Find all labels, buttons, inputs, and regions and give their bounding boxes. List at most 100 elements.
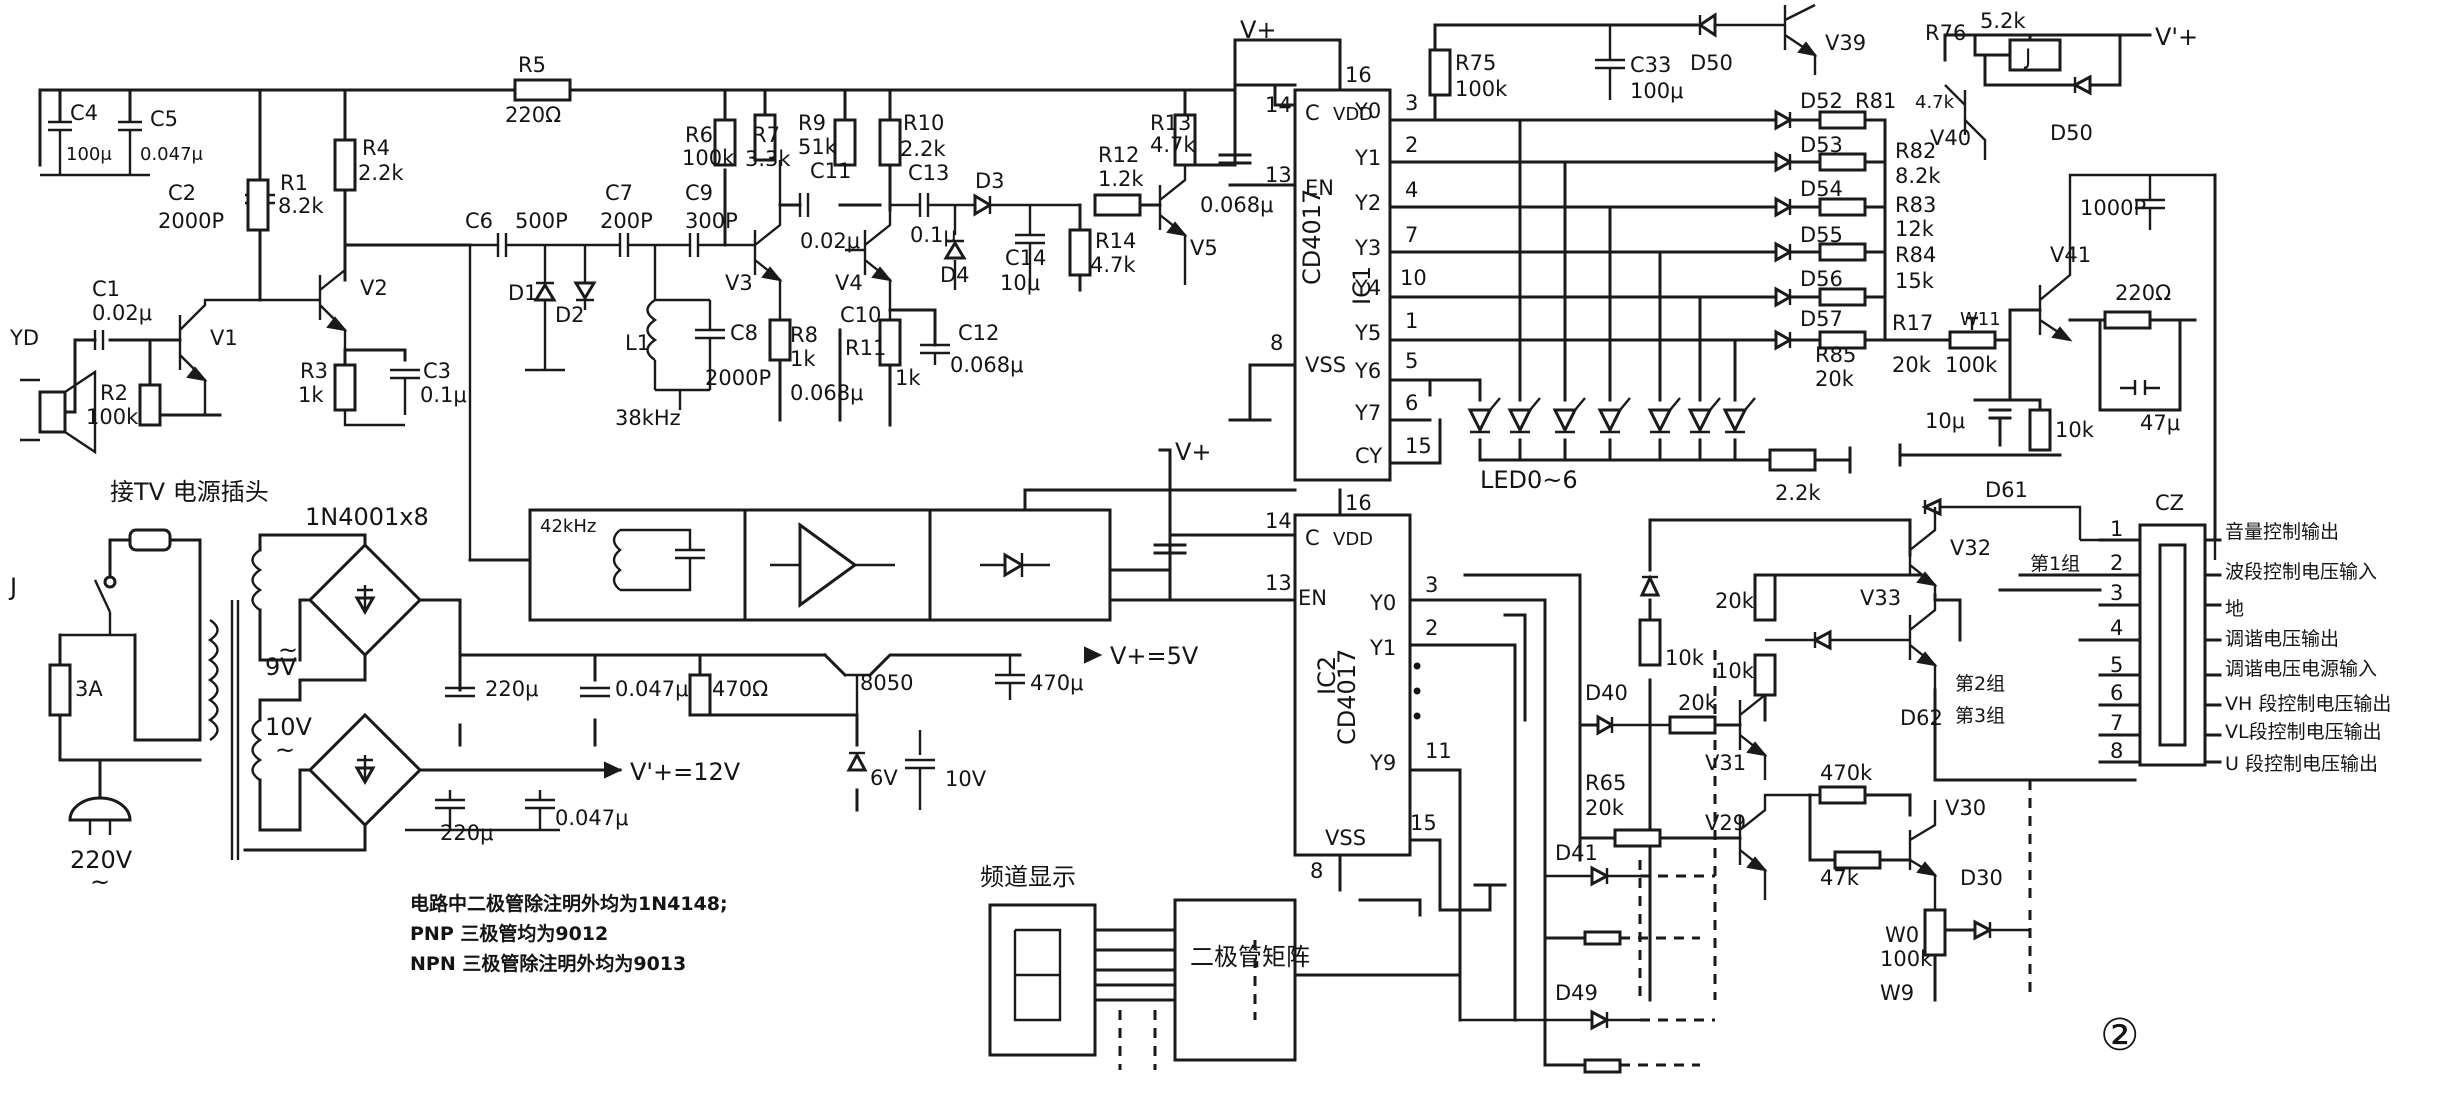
- svg-text:7: 7: [1405, 223, 1418, 247]
- svg-text:8: 8: [1270, 331, 1283, 355]
- svg-text:~: ~: [275, 736, 295, 764]
- svg-text:51k: 51k: [798, 135, 838, 159]
- svg-text:3.3k: 3.3k: [745, 147, 791, 171]
- svg-text:12k: 12k: [1895, 217, 1935, 241]
- svg-text:Y4: Y4: [1354, 276, 1381, 300]
- svg-text:1: 1: [2110, 517, 2123, 541]
- svg-text:16: 16: [1345, 491, 1372, 515]
- svg-text:C9: C9: [685, 181, 713, 205]
- ic2-cd4017: 16 VDD C EN 14 13 CD4017 IC2 VSS 8 Y0 Y1…: [1265, 488, 1582, 1067]
- svg-text:3: 3: [1405, 91, 1418, 115]
- svg-text:D1: D1: [508, 281, 538, 305]
- svg-text:W9: W9: [1880, 981, 1914, 1005]
- svg-text:D30: D30: [1960, 866, 2003, 890]
- svg-text:~: ~: [90, 868, 110, 896]
- svg-text:4: 4: [1405, 178, 1418, 202]
- svg-text:0.047μ: 0.047μ: [140, 144, 204, 165]
- svg-text:0.1μ: 0.1μ: [420, 383, 467, 407]
- svg-text:220Ω: 220Ω: [505, 103, 561, 127]
- svg-text:10V: 10V: [945, 767, 987, 791]
- svg-text:R84: R84: [1895, 243, 1936, 267]
- svg-text:Y5: Y5: [1354, 321, 1381, 345]
- notes: 电路中二极管除注明外均为1N4148; PNP 三极管均为9012 NPN 三极…: [410, 892, 728, 975]
- svg-text:R1: R1: [280, 171, 308, 195]
- svg-text:R75: R75: [1455, 51, 1496, 75]
- svg-text:V29: V29: [1705, 811, 1746, 835]
- svg-text:R10: R10: [903, 111, 944, 135]
- svg-text:20k: 20k: [1678, 691, 1718, 715]
- svg-text:6V: 6V: [870, 766, 898, 790]
- svg-text:R2: R2: [100, 381, 128, 405]
- svg-text:100k: 100k: [682, 146, 735, 170]
- svg-text:4.7k: 4.7k: [1090, 253, 1136, 277]
- svg-text:5.2k: 5.2k: [1980, 9, 2026, 33]
- svg-text:8.2k: 8.2k: [1895, 164, 1941, 188]
- svg-text:8: 8: [1310, 859, 1323, 883]
- svg-text:R3: R3: [300, 359, 328, 383]
- svg-text:C33: C33: [1630, 53, 1671, 77]
- svg-text:YD: YD: [9, 326, 39, 350]
- svg-text:R81: R81: [1855, 89, 1896, 113]
- svg-text:D41: D41: [1555, 841, 1598, 865]
- svg-text:470Ω: 470Ω: [712, 677, 768, 701]
- svg-text:D57: D57: [1800, 307, 1843, 331]
- svg-text:IC2: IC2: [1313, 656, 1341, 695]
- led-5: [1687, 397, 1721, 434]
- svg-text:调谐电压电源输入: 调谐电压电源输入: [2225, 658, 2377, 680]
- svg-text:C1: C1: [92, 277, 120, 301]
- svg-text:220μ: 220μ: [440, 821, 493, 845]
- svg-text:Y2: Y2: [1354, 191, 1381, 215]
- svg-text:R12: R12: [1098, 143, 1139, 167]
- svg-text:VDD: VDD: [1333, 529, 1373, 550]
- svg-text:R8: R8: [790, 323, 818, 347]
- svg-text:V+: V+: [1175, 438, 1212, 466]
- svg-text:R4: R4: [362, 136, 390, 160]
- diode-D55: [1774, 241, 1794, 263]
- svg-text:C7: C7: [605, 181, 633, 205]
- svg-text:V40: V40: [1930, 126, 1971, 150]
- volume-control: W11 100k V41 1000P 220Ω 47μ 10μ 10k: [1898, 173, 2217, 560]
- svg-text:10k: 10k: [1665, 646, 1705, 670]
- channel-display: 频道显示 二极管矩阵: [980, 863, 1462, 1070]
- svg-text:V5: V5: [1190, 236, 1218, 260]
- svg-text:500P: 500P: [515, 209, 568, 233]
- band-switch-section: 10k D61 V32 V33 20k 10k D62 D40 20k V31 …: [1460, 478, 2137, 1074]
- ic1-cd4017: C VDD EN VSS 14 13 8 16 CD4017 IC1: [1228, 38, 1392, 482]
- diode-D54: [1774, 196, 1794, 218]
- svg-text:9V: 9V: [265, 653, 297, 681]
- svg-text:13: 13: [1265, 163, 1292, 187]
- svg-text:15k: 15k: [1895, 269, 1935, 293]
- led-6: [1722, 397, 1756, 434]
- svg-text:2000P: 2000P: [705, 366, 771, 390]
- svg-text:V39: V39: [1825, 31, 1866, 55]
- svg-text:1k: 1k: [298, 383, 324, 407]
- svg-text:1k: 1k: [790, 347, 816, 371]
- svg-text:V30: V30: [1945, 796, 1986, 820]
- svg-text:D2: D2: [555, 303, 585, 327]
- svg-text:20k: 20k: [1815, 367, 1855, 391]
- svg-text:38kHz: 38kHz: [615, 406, 681, 430]
- svg-text:C13: C13: [908, 161, 949, 185]
- svg-text:42kHz: 42kHz: [540, 516, 596, 537]
- svg-text:地: 地: [2225, 598, 2244, 620]
- svg-text:R65: R65: [1585, 771, 1626, 795]
- svg-text:D56: D56: [1800, 267, 1843, 291]
- svg-text:8: 8: [2110, 739, 2123, 763]
- svg-text:V2: V2: [360, 276, 388, 300]
- svg-text:Y6: Y6: [1354, 359, 1381, 383]
- svg-text:D54: D54: [1800, 177, 1843, 201]
- svg-text:470μ: 470μ: [1030, 671, 1083, 695]
- svg-text:1: 1: [1405, 309, 1418, 333]
- receiver-section: R5 220Ω C4 100μ C5 0.047μ C2 2000P R1 8.…: [9, 16, 1297, 560]
- svg-text:C10: C10: [840, 303, 881, 327]
- svg-text:13: 13: [1265, 571, 1292, 595]
- svg-text:IC1: IC1: [1348, 266, 1376, 305]
- cz-connector: CZ 1 2 3 4 5 6 7 8 音量控制输出 波段控制电压输入 地 调谐电…: [1955, 173, 2391, 775]
- svg-text:100μ: 100μ: [1630, 79, 1683, 103]
- svg-text:R85: R85: [1815, 343, 1856, 367]
- svg-text:Y0: Y0: [1369, 591, 1396, 615]
- svg-text:C: C: [1305, 101, 1320, 125]
- power-supply: 接TV 电源插头 J 3A 220V ~ 9V ~ 10V ~ 1N4001x8…: [8, 478, 1199, 896]
